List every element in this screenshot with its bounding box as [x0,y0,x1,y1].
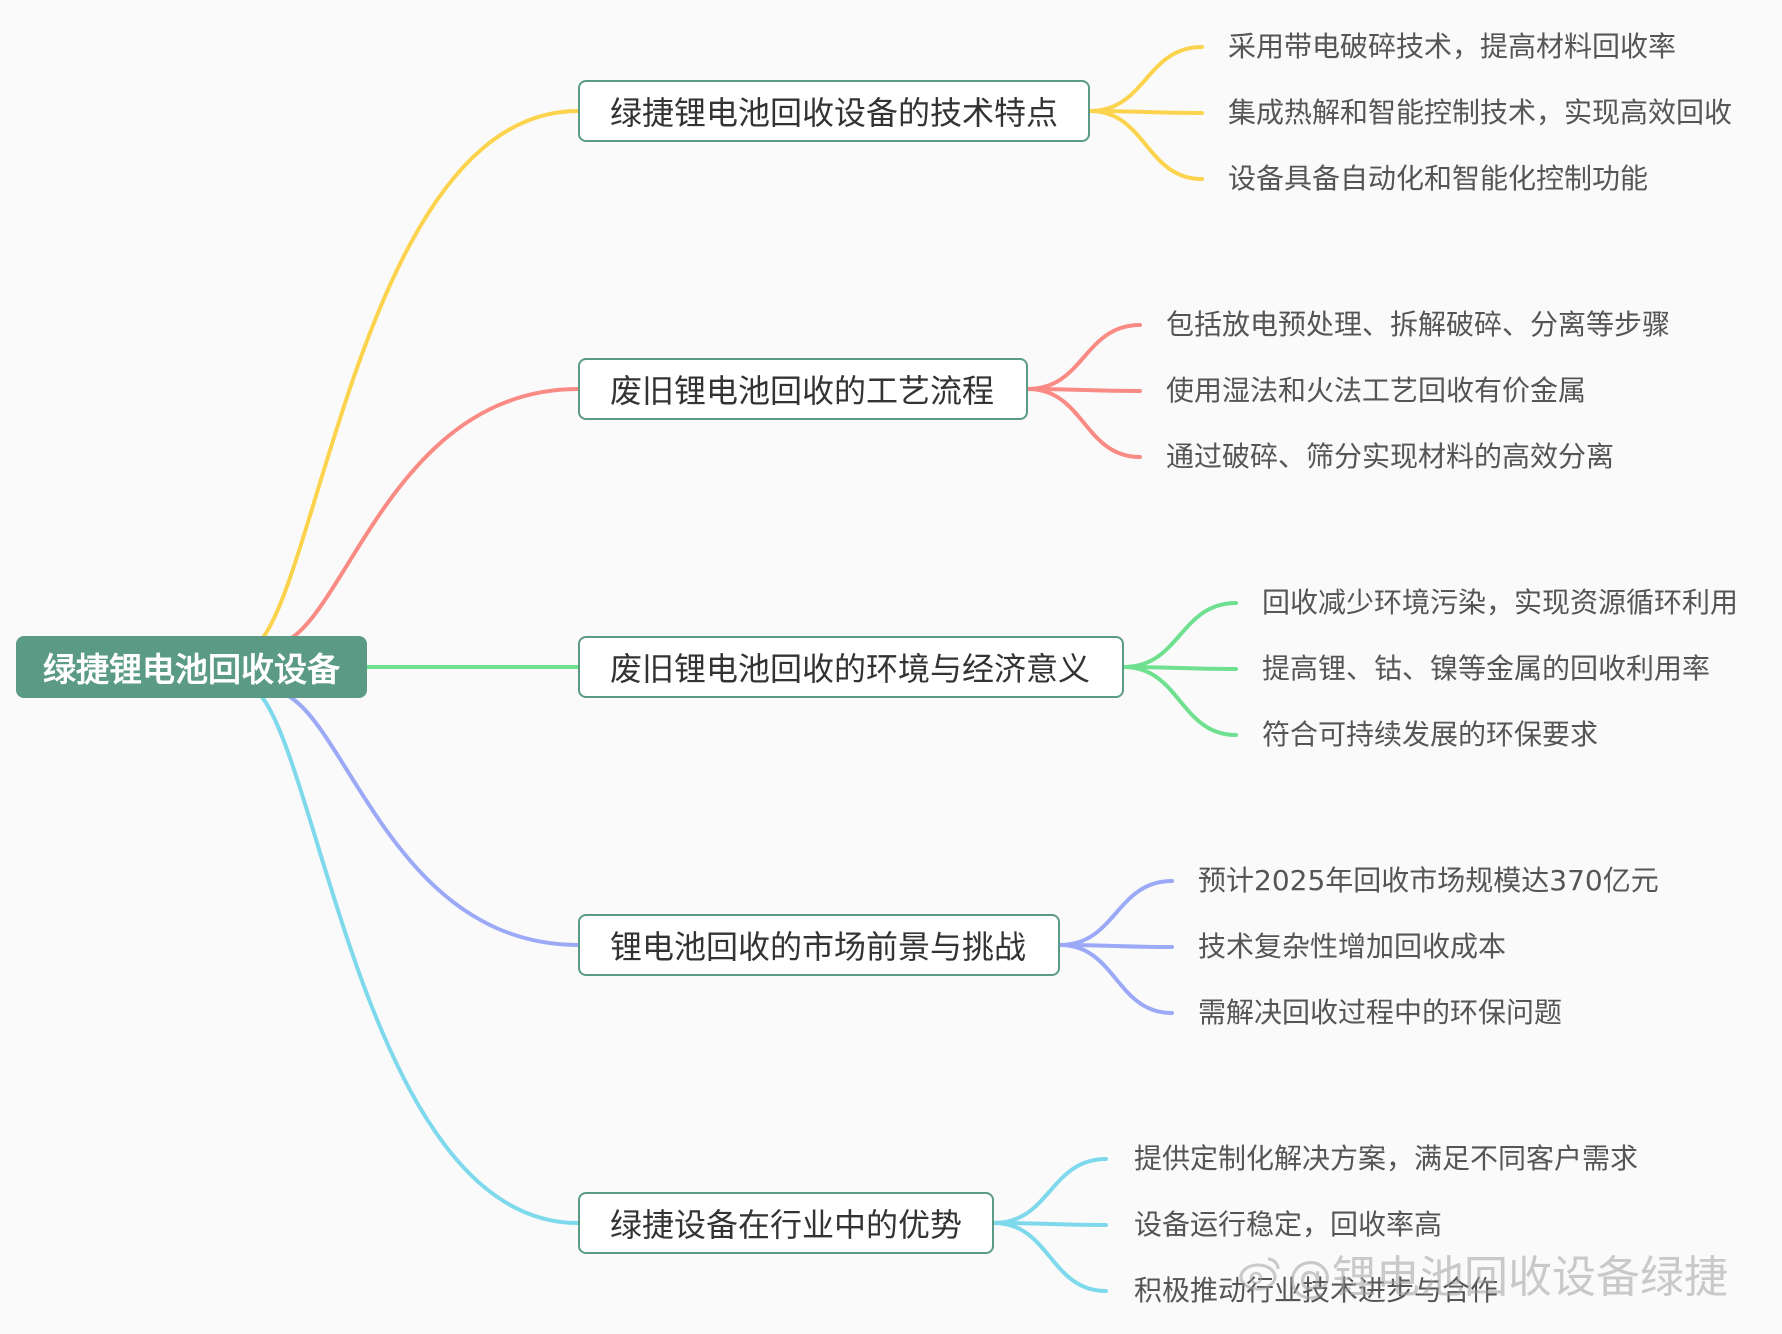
watermark: @锂电池回收设备绿捷 [1238,1241,1728,1305]
leaf-market-2[interactable]: 技术复杂性增加回收成本 [1198,930,1507,963]
topic-tech-features[interactable]: 绿捷锂电池回收设备的技术特点 [578,80,1090,142]
root-to-topic-connector-0 [260,109,580,641]
topic-env-econ-significance[interactable]: 废旧锂电池回收的环境与经济意义 [578,636,1124,698]
leaf-tech-3[interactable]: 设备具备自动化和智能化控制功能 [1228,162,1649,195]
root-topic[interactable]: 绿捷锂电池回收设备 [16,636,367,698]
leaf-adv-2[interactable]: 设备运行稳定，回收率高 [1134,1208,1443,1241]
root-to-topic-connector-1 [288,387,580,641]
leaf-env-3[interactable]: 符合可持续发展的环保要求 [1262,718,1599,751]
leaf-adv-3[interactable]: 积极推动行业技术进步与合作 [1134,1274,1499,1307]
topic-to-leaf-connector-3-0 [1058,879,1174,947]
leaf-process-1[interactable]: 包括放电预处理、拆解破碎、分离等步骤 [1166,308,1671,341]
topic-to-leaf-connector-3-2 [1058,943,1174,1015]
topic-to-leaf-connector-2-2 [1122,665,1238,737]
topic-to-leaf-connector-4-0 [992,1157,1108,1225]
topic-to-leaf-connector-2-0 [1122,601,1238,669]
leaf-adv-1[interactable]: 提供定制化解决方案，满足不同客户需求 [1134,1142,1639,1175]
topic-to-leaf-connector-1-0 [1026,323,1142,391]
leaf-env-1[interactable]: 回收减少环境污染，实现资源循环利用 [1262,586,1739,619]
topic-to-leaf-connector-4-2 [992,1221,1108,1293]
leaf-process-3[interactable]: 通过破碎、筛分实现材料的高效分离 [1166,440,1615,473]
topic-market-outlook[interactable]: 锂电池回收的市场前景与挑战 [578,914,1060,976]
topic-lvjie-advantages[interactable]: 绿捷设备在行业中的优势 [578,1192,994,1254]
topic-to-leaf-connector-0-0 [1088,45,1204,113]
leaf-env-2[interactable]: 提高锂、钴、镍等金属的回收利用率 [1262,652,1711,685]
leaf-process-2[interactable]: 使用湿法和火法工艺回收有价金属 [1166,374,1587,407]
topic-to-leaf-connector-0-2 [1088,109,1204,181]
leaf-tech-1[interactable]: 采用带电破碎技术，提高材料回收率 [1228,30,1677,63]
topic-to-leaf-connector-1-2 [1026,387,1142,459]
root-to-topic-connector-3 [288,695,580,947]
weibo-logo-icon [1239,1257,1280,1291]
watermark-text: @锂电池回收设备绿捷 [1288,1252,1728,1303]
topic-process-flow[interactable]: 废旧锂电池回收的工艺流程 [578,358,1028,420]
root-to-topic-connector-4 [260,695,580,1225]
leaf-market-1[interactable]: 预计2025年回收市场规模达370亿元 [1198,864,1659,897]
leaf-market-3[interactable]: 需解决回收过程中的环保问题 [1198,996,1563,1029]
leaf-tech-2[interactable]: 集成热解和智能控制技术，实现高效回收 [1228,96,1733,129]
